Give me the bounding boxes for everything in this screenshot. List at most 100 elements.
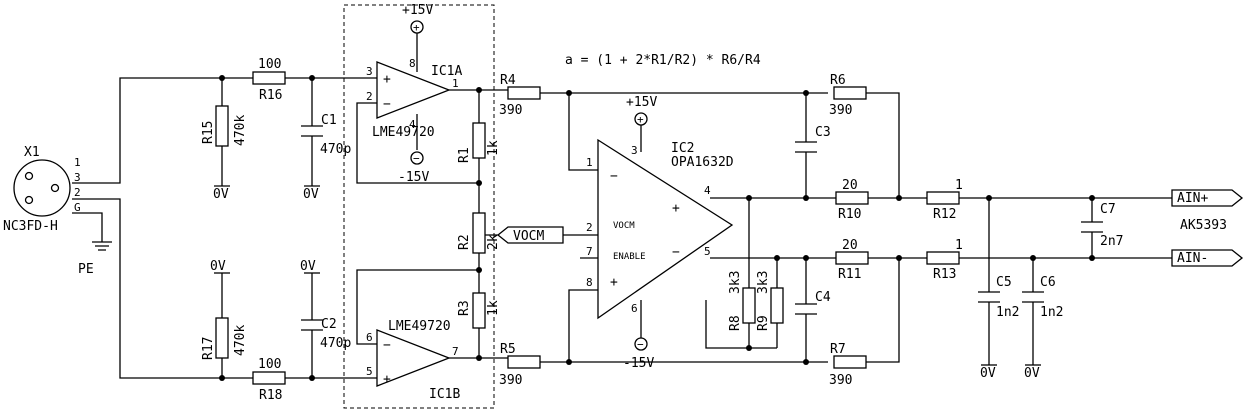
ground-c5: 0V xyxy=(980,364,997,381)
ic1a-pin-2: 2 xyxy=(366,90,373,103)
connector-part: NC3FD-H xyxy=(3,219,58,234)
supply-neg-ic1: − -15V xyxy=(398,151,429,185)
svg-text:−: − xyxy=(383,97,391,112)
r17-value: 470k xyxy=(233,325,248,356)
r18-ref: R18 xyxy=(259,388,282,403)
svg-text:+: + xyxy=(610,275,618,290)
r12-value: 1 xyxy=(955,178,963,193)
ic2-ref: IC2 xyxy=(671,141,694,156)
connector-ref: X1 xyxy=(24,145,40,160)
ic1a-pin-1: 1 xyxy=(452,77,459,90)
gnd-label-c5: 0V xyxy=(980,366,996,381)
wires xyxy=(72,33,1172,379)
resistor-r10: 20 R10 xyxy=(835,178,869,222)
r13-ref: R13 xyxy=(933,267,956,282)
r12-ref: R12 xyxy=(933,207,956,222)
resistor-r12: 1 R12 xyxy=(926,178,963,222)
svg-text:+: + xyxy=(637,113,644,126)
r2-value: 2k xyxy=(486,234,501,250)
r2-ref: R2 xyxy=(457,234,472,250)
diff-amp-ic2: − + + − VOCM ENABLE 1 2 7 8 3 6 4 5 IC2 … xyxy=(586,138,734,320)
ain-neg-port: AIN- xyxy=(1171,249,1244,267)
c2-value: 470p xyxy=(320,336,351,351)
r16-value: 100 xyxy=(258,57,281,72)
ic1b-pin-6: 6 xyxy=(366,331,373,344)
r8-value: 3k3 xyxy=(728,271,743,294)
resistor-r7: R7 390 xyxy=(829,342,867,388)
connector-pin-2: 2 xyxy=(74,186,81,199)
ground-r17: 0V xyxy=(210,259,230,274)
ic2-pos-supply-label: +15V xyxy=(626,95,657,110)
ic2-pin-7: 7 xyxy=(586,245,593,258)
c2-ref: C2 xyxy=(321,317,337,332)
r4-value: 390 xyxy=(499,103,522,118)
gnd-label-c1: 0V xyxy=(303,187,319,202)
svg-text:−: − xyxy=(383,338,391,353)
capacitor-c6: C6 1n2 xyxy=(1022,275,1063,320)
gain-formula: a = (1 + 2*R1/R2) * R6/R4 xyxy=(565,53,761,68)
capacitor-c5: C5 1n2 xyxy=(978,275,1019,320)
gnd-label-r17: 0V xyxy=(210,259,226,274)
ground-c1: 0V xyxy=(303,183,320,202)
ground-c6: 0V xyxy=(1024,364,1041,381)
gnd-label-c2: 0V xyxy=(300,259,316,274)
c5-ref: C5 xyxy=(996,275,1012,290)
ain-pos-label: AIN+ xyxy=(1177,191,1208,206)
resistor-r18: 100 R18 xyxy=(252,357,286,403)
ic2-pin-3: 3 xyxy=(631,144,638,157)
resistor-r2: R2 2k xyxy=(457,212,501,254)
vocm-net-label: VOCM xyxy=(496,226,564,244)
opamp-ic1b: − + 6 5 7 LME49720 IC1B xyxy=(366,319,460,402)
r17-ref: R17 xyxy=(201,337,216,360)
svg-text:+: + xyxy=(383,372,391,387)
supply-pos-ic1: + +15V xyxy=(402,3,433,34)
junction-dots xyxy=(219,75,1095,381)
resistor-r17: R17 470k xyxy=(201,317,248,360)
c7-value: 2n7 xyxy=(1100,234,1123,249)
capacitor-c1: C1 470p xyxy=(301,113,351,157)
c1-value: 470p xyxy=(320,142,351,157)
ic2-pin-8: 8 xyxy=(586,276,593,289)
ic1b-part: LME49720 xyxy=(388,319,451,334)
ground-r15: 0V xyxy=(213,183,230,202)
r6-ref: R6 xyxy=(830,73,846,88)
ic1-enclosure-dashed-box xyxy=(343,4,495,409)
resistor-r4: R4 390 xyxy=(499,73,541,118)
svg-text:+: + xyxy=(383,72,391,87)
ground-c2: 0V xyxy=(300,259,320,274)
pe-label: PE xyxy=(78,262,94,277)
ic2-enable-pin-label: ENABLE xyxy=(613,252,646,262)
svg-text:−: − xyxy=(413,152,420,165)
ic1a-pin-4: 4 xyxy=(409,118,416,131)
c7-ref: C7 xyxy=(1100,202,1116,217)
adc-part-label: AK5393 xyxy=(1180,218,1227,233)
r10-ref: R10 xyxy=(838,207,861,222)
svg-text:+: + xyxy=(413,21,420,34)
r5-ref: R5 xyxy=(500,342,516,357)
ic1a-pin-3: 3 xyxy=(366,65,373,78)
c6-ref: C6 xyxy=(1040,275,1056,290)
resistor-r5: R5 390 xyxy=(499,342,541,388)
r15-ref: R15 xyxy=(201,121,216,144)
resistor-r8: R8 3k3 xyxy=(728,271,756,331)
r9-value: 3k3 xyxy=(756,271,771,294)
r16-ref: R16 xyxy=(259,88,282,103)
resistor-r9: R9 3k3 xyxy=(756,271,784,331)
r5-value: 390 xyxy=(499,373,522,388)
ic2-part: OPA1632D xyxy=(671,155,734,170)
resistor-r6: R6 390 xyxy=(829,73,867,118)
ic1b-pin-5: 5 xyxy=(366,365,373,378)
r1-ref: R1 xyxy=(457,147,472,163)
svg-text:−: − xyxy=(610,169,618,184)
connector-pin-g: G xyxy=(74,201,81,214)
xlr-connector-x1: X1 NC3FD-H 1 3 2 G xyxy=(3,145,81,234)
supply-neg-ic2: − -15V xyxy=(623,337,654,371)
ain-pos-port: AIN+ xyxy=(1171,189,1244,207)
r7-ref: R7 xyxy=(830,342,846,357)
ic2-vocm-pin-label: VOCM xyxy=(613,221,635,231)
r11-value: 20 xyxy=(842,238,858,253)
r3-ref: R3 xyxy=(457,300,472,316)
c3-ref: C3 xyxy=(815,125,831,140)
r10-value: 20 xyxy=(842,178,858,193)
r3-value: 1k xyxy=(486,300,501,316)
